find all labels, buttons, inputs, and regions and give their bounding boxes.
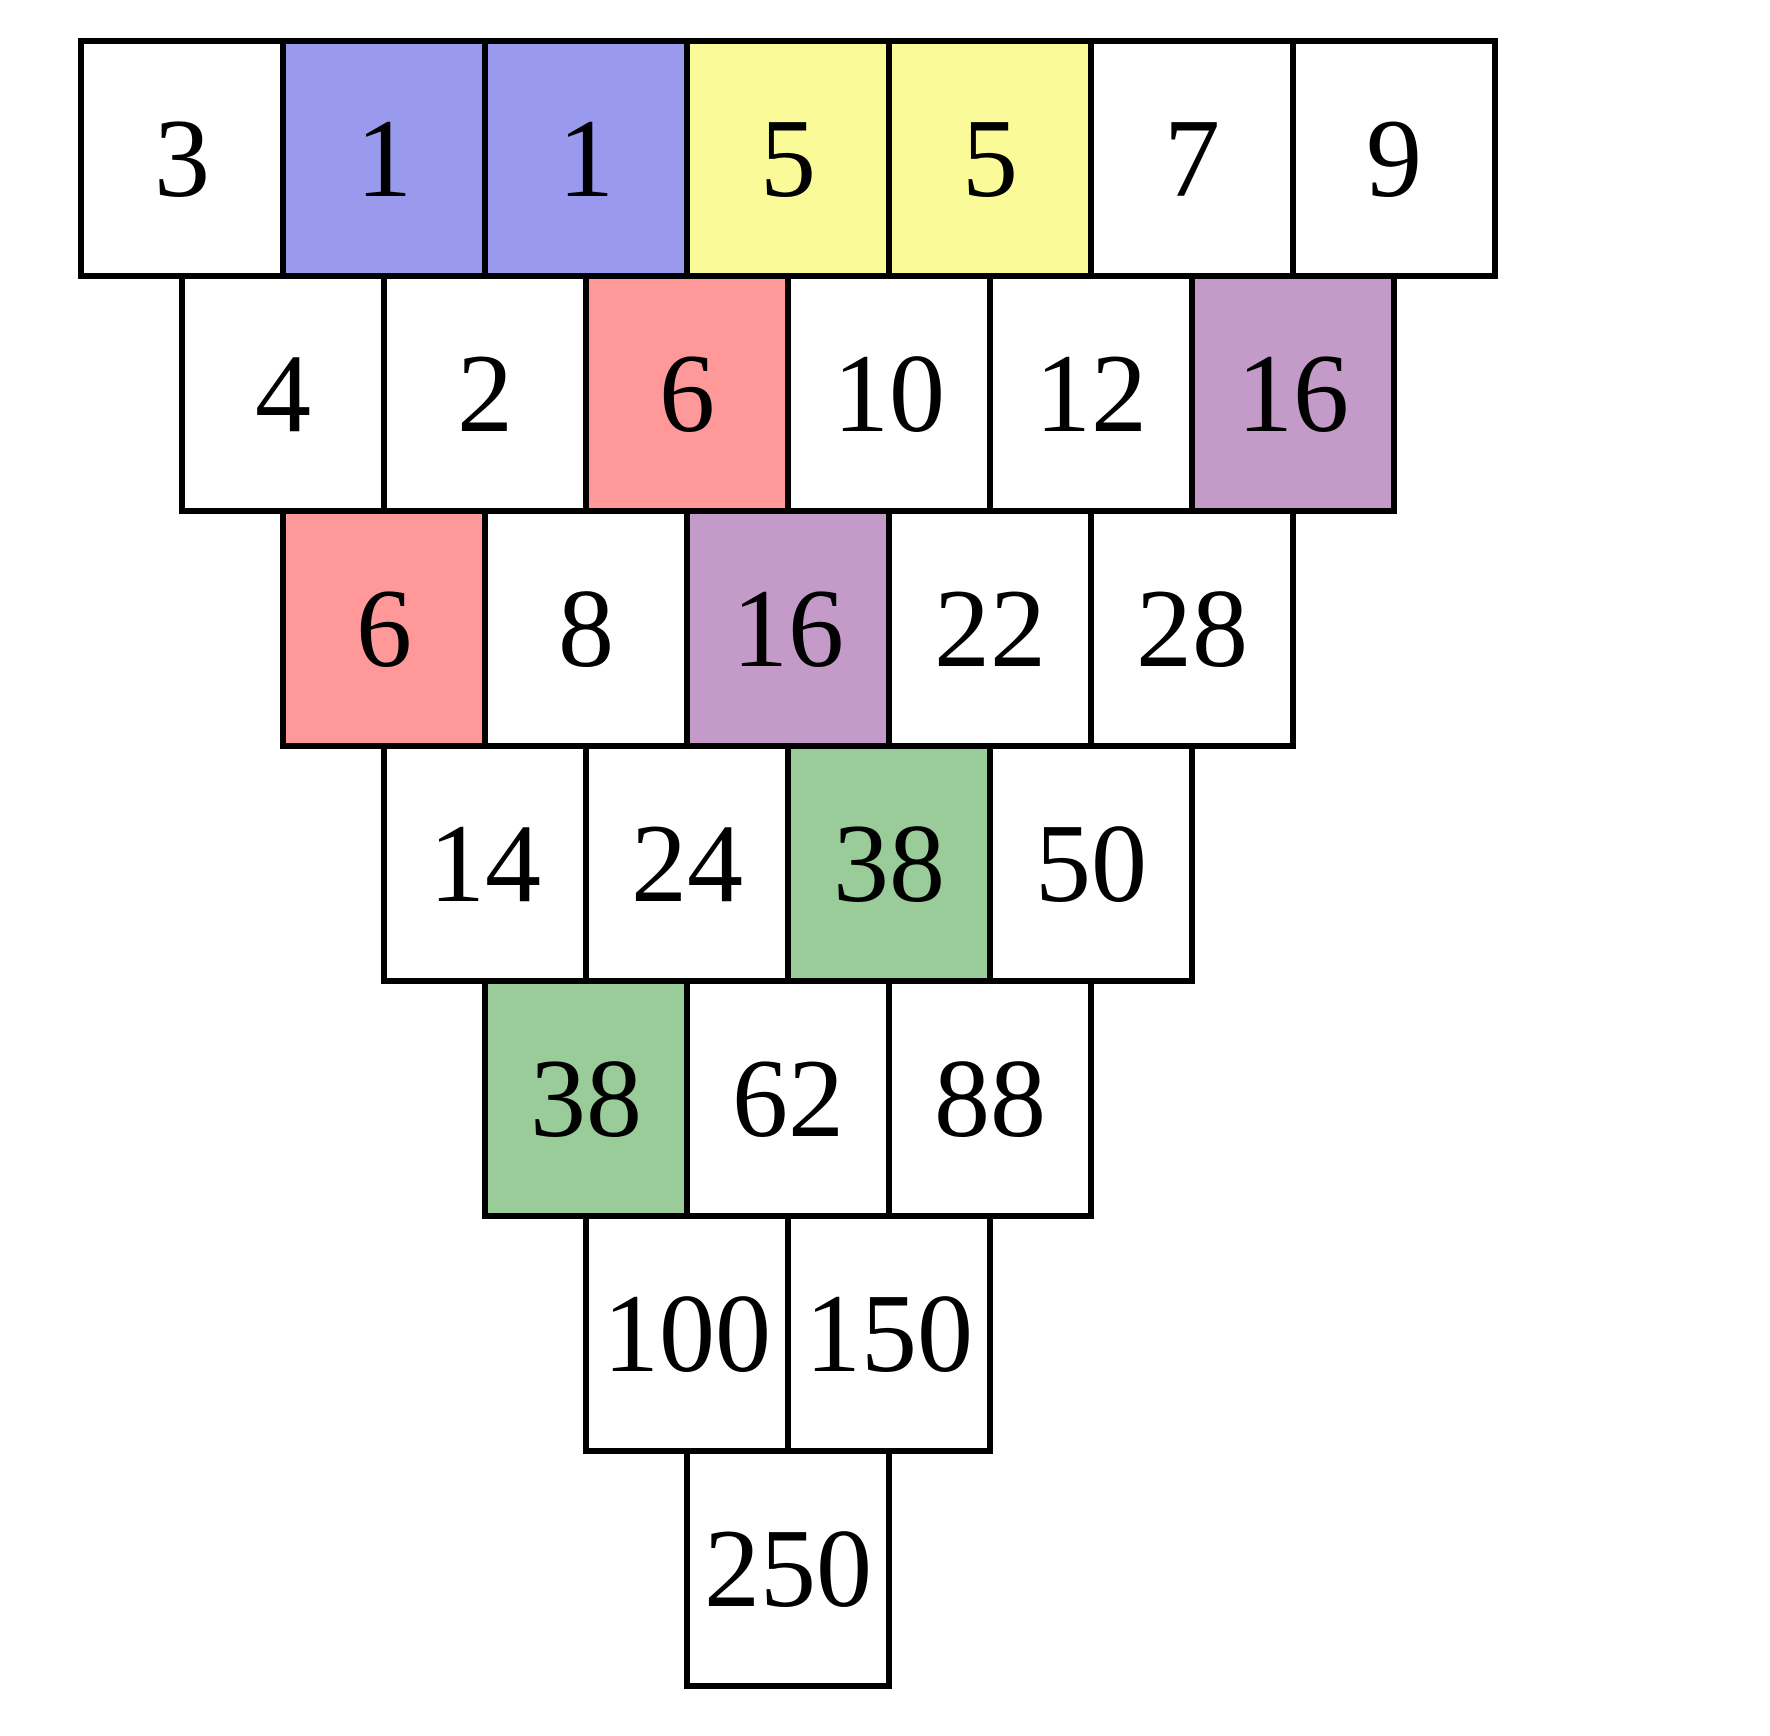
pyramid-cell: 6 [280, 508, 488, 749]
pyramid-cell: 22 [886, 508, 1094, 749]
pyramid-cell: 10 [785, 273, 993, 514]
pyramid-cell: 3 [78, 38, 286, 279]
pyramid-cell: 12 [987, 273, 1195, 514]
pyramid-cell: 88 [886, 978, 1094, 1219]
pyramid-cell: 50 [987, 743, 1195, 984]
pyramid-cell: 100 [583, 1213, 791, 1454]
pyramid-cell: 14 [381, 743, 589, 984]
pyramid-cell: 6 [583, 273, 791, 514]
pyramid-cell: 150 [785, 1213, 993, 1454]
pyramid-cell: 250 [684, 1448, 892, 1689]
pyramid-cell: 24 [583, 743, 791, 984]
pyramid-cell: 2 [381, 273, 589, 514]
pyramid-cell: 5 [886, 38, 1094, 279]
pyramid-cell: 1 [280, 38, 488, 279]
pyramid-cell: 8 [482, 508, 690, 749]
pyramid-cell: 38 [785, 743, 993, 984]
pyramid-cell: 16 [684, 508, 892, 749]
pyramid-cell: 16 [1189, 273, 1397, 514]
pyramid-cell: 4 [179, 273, 387, 514]
pyramid-cell: 5 [684, 38, 892, 279]
pyramid-cell: 7 [1088, 38, 1296, 279]
pyramid-cell: 38 [482, 978, 690, 1219]
pyramid-cell: 28 [1088, 508, 1296, 749]
pyramid-cell: 1 [482, 38, 690, 279]
pyramid-cell: 62 [684, 978, 892, 1219]
pyramid-cell: 9 [1290, 38, 1498, 279]
